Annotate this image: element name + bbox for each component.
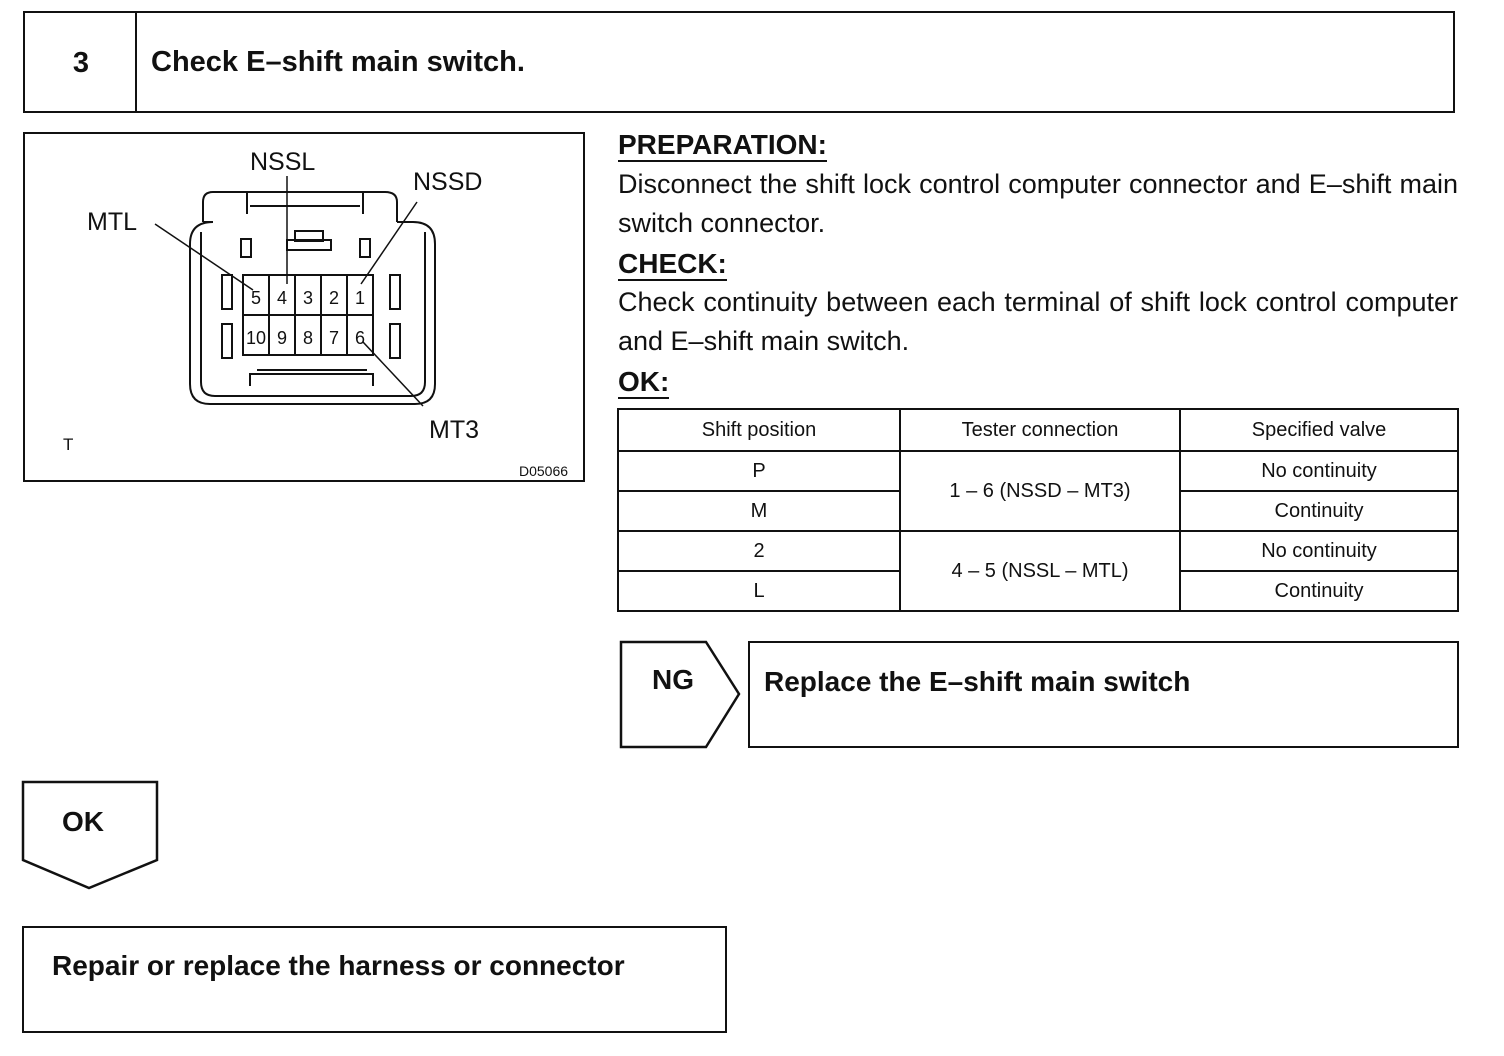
pin-8: 8 <box>303 328 313 348</box>
table-row: P 1 – 6 (NSSD – MT3) No continuity <box>617 450 1459 532</box>
pin-10: 10 <box>246 328 266 348</box>
cell-position: M <box>617 490 901 532</box>
pin-6: 6 <box>355 328 365 348</box>
table-row: 2 4 – 5 (NSSL – MTL) No continuity <box>617 530 1459 612</box>
step-number: 3 <box>72 47 90 79</box>
pin-3: 3 <box>303 288 313 308</box>
check-heading: CHECK: <box>618 248 727 281</box>
pin-7: 7 <box>329 328 339 348</box>
ng-label: NG <box>652 664 694 695</box>
ok-heading: OK: <box>618 366 670 399</box>
ng-action-box: Replace the E–shift main switch <box>748 641 1459 748</box>
cell-connection: 1 – 6 (NSSD – MT3) <box>899 450 1181 532</box>
label-mt3: MT3 <box>429 416 479 444</box>
ok-label: OK <box>62 806 104 837</box>
ng-arrow-shape <box>619 640 741 749</box>
step-header: 3 Check E–shift main switch. <box>23 11 1455 113</box>
header-tester-connection: Tester connection <box>899 408 1181 452</box>
spec-table: Shift position Tester connection Specifi… <box>617 408 1459 612</box>
cell-value: Continuity <box>1179 490 1459 532</box>
view-label: T <box>63 435 73 454</box>
cell-connection: 4 – 5 (NSSL – MTL) <box>899 530 1181 612</box>
header-specified-value: Specified valve <box>1179 408 1459 452</box>
step-number-cell: 3 <box>25 13 137 111</box>
ok-arrow-shape <box>21 780 159 890</box>
pin-4: 4 <box>277 288 287 308</box>
table-row: M Continuity <box>617 490 1459 532</box>
pin-1: 1 <box>355 288 365 308</box>
table-row: L Continuity <box>617 570 1459 612</box>
step-title: Check E–shift main switch. <box>151 46 525 78</box>
header-shift-position: Shift position <box>617 408 901 452</box>
preparation-text: Disconnect the shift lock control comput… <box>618 169 1458 238</box>
cell-position: 2 <box>617 530 901 572</box>
preparation-heading: PREPARATION: <box>618 129 827 162</box>
table-header-row: Shift position Tester connection Specifi… <box>617 408 1459 452</box>
label-mtl: MTL <box>87 208 137 236</box>
label-nssd: NSSD <box>413 168 482 196</box>
cell-position: L <box>617 570 901 612</box>
connector-drawing: 5 4 3 2 1 10 9 8 7 6 NSSL NSSD MTL MT3 T… <box>63 148 568 479</box>
cell-value: Continuity <box>1179 570 1459 612</box>
cell-value: No continuity <box>1179 530 1459 572</box>
label-nssl: NSSL <box>250 148 315 176</box>
pin-9: 9 <box>277 328 287 348</box>
check-text: Check continuity between each terminal o… <box>618 287 1458 356</box>
ng-action-text: Replace the E–shift main switch <box>764 666 1191 697</box>
pin-2: 2 <box>329 288 339 308</box>
ok-action-text: Repair or replace the harness or connect… <box>52 950 625 981</box>
cell-value: No continuity <box>1179 450 1459 492</box>
ok-action-box: Repair or replace the harness or connect… <box>22 926 727 1033</box>
connector-diagram: 5 4 3 2 1 10 9 8 7 6 NSSL NSSD MTL MT3 T… <box>23 132 585 482</box>
pin-5: 5 <box>251 288 261 308</box>
figure-code: D05066 <box>519 463 568 479</box>
cell-position: P <box>617 450 901 492</box>
